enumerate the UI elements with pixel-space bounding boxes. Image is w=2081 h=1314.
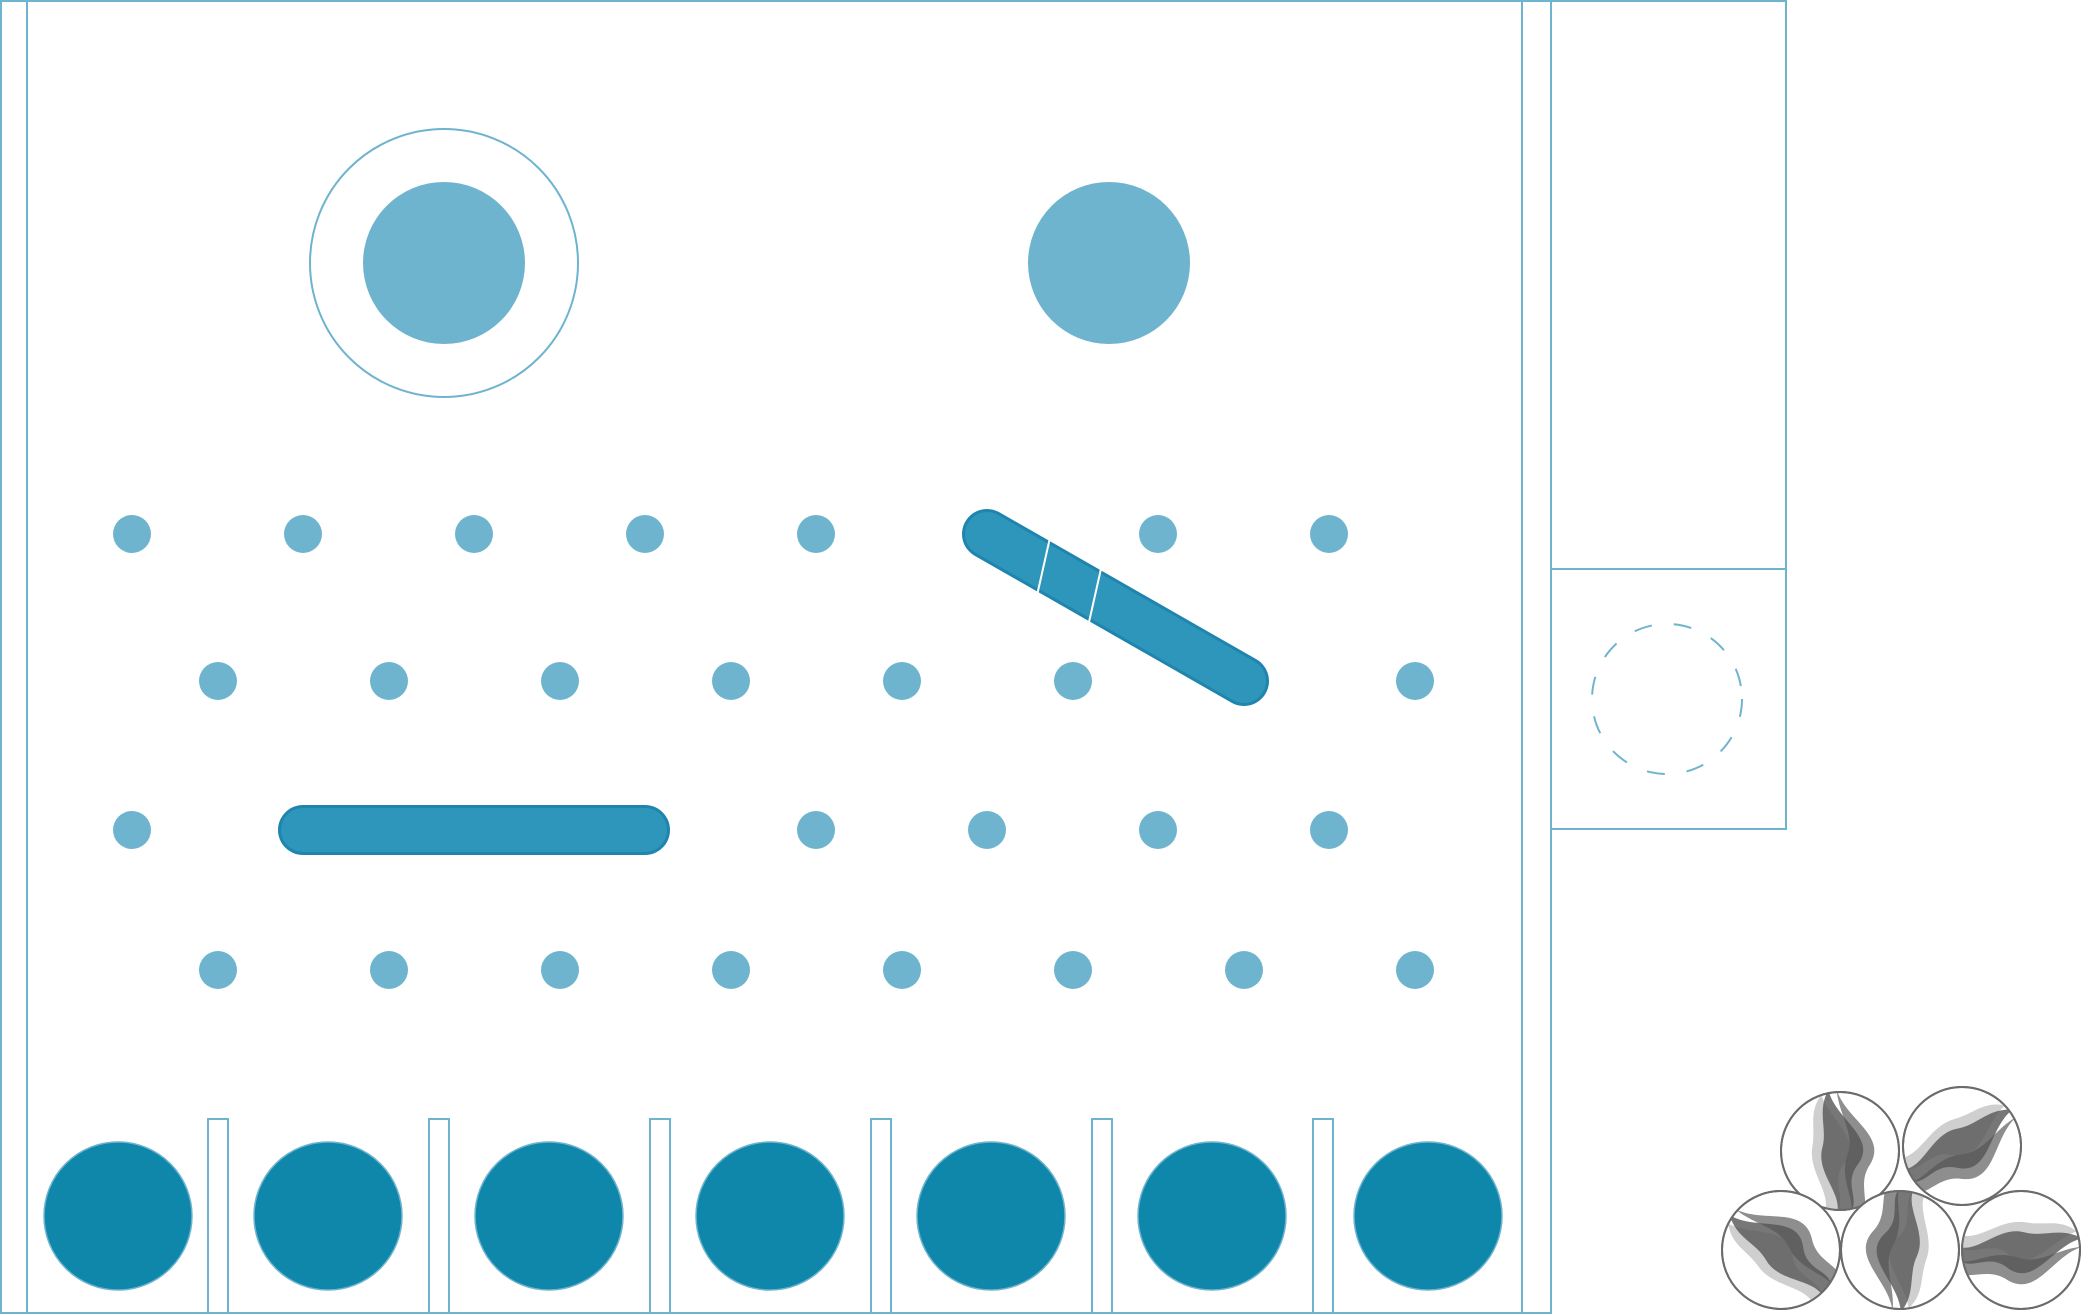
swirl-marble-icon[interactable] bbox=[1780, 1086, 1900, 1216]
bar-joint bbox=[1087, 568, 1102, 623]
bucket-divider bbox=[649, 1118, 671, 1314]
bar-joint bbox=[1036, 539, 1051, 594]
marble-swirl bbox=[1956, 1221, 2081, 1285]
launcher-ball[interactable] bbox=[363, 182, 525, 344]
peg-row4-col6[interactable] bbox=[1054, 951, 1092, 989]
bucket-ball-6[interactable] bbox=[1137, 1141, 1287, 1291]
peg-row4-col3[interactable] bbox=[541, 951, 579, 989]
bar-body[interactable] bbox=[965, 512, 1266, 703]
bucket-ball-3[interactable] bbox=[474, 1141, 624, 1291]
peg-row3-col1[interactable] bbox=[113, 811, 151, 849]
bucket-divider bbox=[870, 1118, 892, 1314]
swirl-dark bbox=[1821, 1090, 1864, 1214]
peg-row4-col7[interactable] bbox=[1225, 951, 1263, 989]
marble-reserve bbox=[1720, 1086, 2081, 1314]
bucket-ball-5[interactable] bbox=[916, 1141, 1066, 1291]
peg-row2-col8[interactable] bbox=[1396, 662, 1434, 700]
swirl-marble-icon[interactable] bbox=[1956, 1190, 2081, 1310]
peg-row4-col2[interactable] bbox=[370, 951, 408, 989]
peg-row3-col6[interactable] bbox=[968, 811, 1006, 849]
marble-swirl bbox=[1811, 1089, 1875, 1216]
launcher-right[interactable] bbox=[1028, 182, 1190, 344]
peg-row4-col1[interactable] bbox=[199, 951, 237, 989]
side-panel bbox=[1550, 0, 1787, 830]
drop-slot-target[interactable] bbox=[1591, 623, 1743, 775]
peg-row4-col5[interactable] bbox=[883, 951, 921, 989]
peg-row2-col1[interactable] bbox=[199, 662, 237, 700]
peg-row2-col4[interactable] bbox=[712, 662, 750, 700]
bucket-ball-2[interactable] bbox=[253, 1141, 403, 1291]
peg-row1-col4[interactable] bbox=[626, 515, 664, 553]
marble-outline bbox=[1780, 1091, 1900, 1211]
bucket-ball-7[interactable] bbox=[1353, 1141, 1503, 1291]
bucket-divider bbox=[1312, 1118, 1334, 1314]
board-frame bbox=[0, 0, 1552, 1314]
marble-outline bbox=[1840, 1190, 1960, 1310]
swirl-mid bbox=[1735, 1208, 1842, 1287]
bucket-ball-1[interactable] bbox=[43, 1141, 193, 1291]
marble-outline bbox=[1961, 1190, 2081, 1310]
launcher-left[interactable] bbox=[309, 128, 579, 398]
peg-row3-col5[interactable] bbox=[797, 811, 835, 849]
swirl-dark bbox=[1958, 1231, 2081, 1274]
peg-row2-col5[interactable] bbox=[883, 662, 921, 700]
peg-row2-col2[interactable] bbox=[370, 662, 408, 700]
peg-row3-col7[interactable] bbox=[1139, 811, 1177, 849]
launcher-selection-ring bbox=[309, 128, 579, 398]
marble-outline bbox=[1902, 1086, 2022, 1206]
peg-row1-col7[interactable] bbox=[1139, 515, 1177, 553]
diagonal-bar[interactable] bbox=[962, 509, 1269, 706]
peg-row2-col6[interactable] bbox=[1054, 662, 1092, 700]
peg-row1-col5[interactable] bbox=[797, 515, 835, 553]
peg-row1-col3[interactable] bbox=[455, 515, 493, 553]
bucket-divider bbox=[207, 1118, 229, 1314]
marble-swirl bbox=[1866, 1182, 1929, 1313]
swirl-marble-icon[interactable] bbox=[1840, 1182, 1960, 1314]
peg-row1-col2[interactable] bbox=[284, 515, 322, 553]
peg-row4-col8[interactable] bbox=[1396, 951, 1434, 989]
swirl-dark bbox=[1729, 1215, 1832, 1295]
bucket-divider bbox=[428, 1118, 450, 1314]
peg-row1-col8[interactable] bbox=[1310, 515, 1348, 553]
peg-row1-col1[interactable] bbox=[113, 515, 151, 553]
launcher-ball[interactable] bbox=[1028, 182, 1190, 344]
marble-swirl bbox=[1903, 1104, 2017, 1193]
swirl-marble-icon[interactable] bbox=[1720, 1181, 1843, 1314]
board-outer-border bbox=[0, 0, 1552, 1314]
bucket-divider bbox=[1091, 1118, 1113, 1314]
marble-tray bbox=[1550, 0, 1787, 570]
swirl-dark bbox=[1906, 1109, 2013, 1182]
swirl-marble-icon[interactable] bbox=[1896, 1086, 2029, 1206]
drop-slot-box bbox=[1550, 568, 1787, 830]
peg-row2-col3[interactable] bbox=[541, 662, 579, 700]
marble-swirl bbox=[1728, 1208, 1842, 1302]
peg-row3-col8[interactable] bbox=[1310, 811, 1348, 849]
bucket-ball-4[interactable] bbox=[695, 1141, 845, 1291]
peg-row4-col4[interactable] bbox=[712, 951, 750, 989]
swirl-dark bbox=[1876, 1186, 1920, 1313]
